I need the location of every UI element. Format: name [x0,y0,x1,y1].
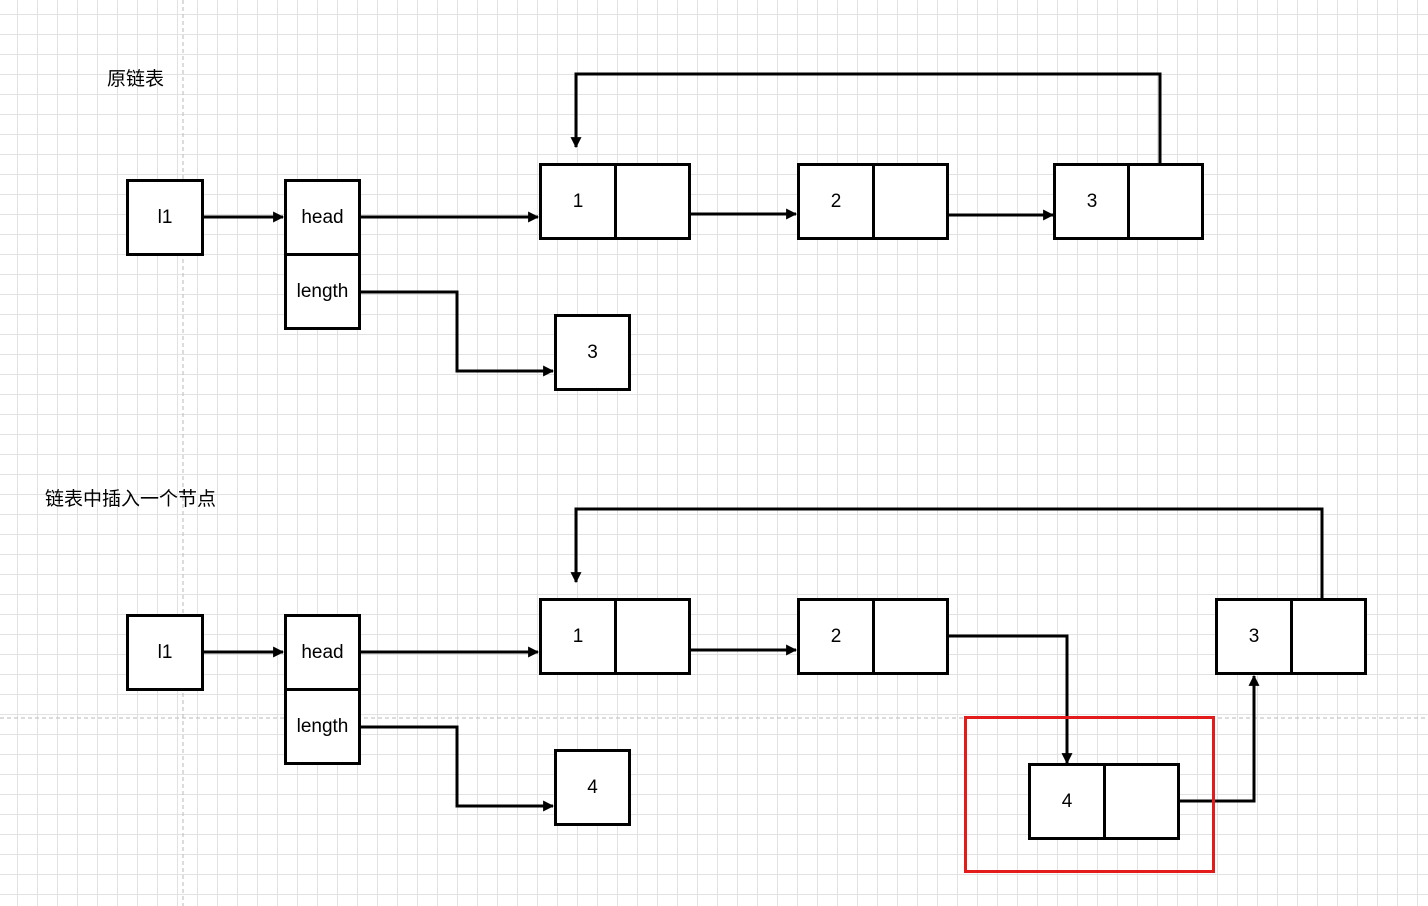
node-1-data-cell[interactable]: 1 [539,163,617,240]
node-3-data-cell[interactable]: 3 [1053,163,1131,240]
node-value: 2 [830,625,842,647]
node-value: 2 [830,190,842,212]
length-value-box[interactable]: 4 [554,749,631,826]
inserted-node-highlight [964,716,1215,873]
node-2-next-cell[interactable] [872,163,949,240]
node-3-next-cell[interactable] [1290,598,1367,675]
edge-node-2-to-new-node [948,634,1073,765]
section-title-original-list: 原链表 [107,68,165,90]
node-value: 1 [572,190,584,212]
head-label: head [301,641,344,663]
node-3-data-cell[interactable]: 3 [1215,598,1293,675]
node-2-data-cell[interactable]: 2 [797,598,875,675]
node-value: 3 [1086,190,1098,212]
edge-node-3-loop-to-node-1 [570,507,1324,599]
length-field[interactable]: length [284,688,361,765]
head-field[interactable]: head [284,179,361,256]
length-label: length [296,280,349,302]
node-2-data-cell[interactable]: 2 [797,163,875,240]
edge-node-3-loop-to-node-1 [570,72,1162,164]
inserted-node-next-cell[interactable] [1103,763,1180,840]
variable-box-l1[interactable]: l1 [126,179,204,256]
variable-box-l1[interactable]: l1 [126,614,204,691]
node-1-data-cell[interactable]: 1 [539,598,617,675]
section-title-inserted-list: 链表中插入一个节点 [45,488,217,510]
node-2-next-cell[interactable] [872,598,949,675]
length-value-box[interactable]: 3 [554,314,631,391]
variable-label: l1 [157,206,173,228]
head-label: head [301,206,344,228]
inserted-node-data-cell[interactable]: 4 [1028,763,1106,840]
node-value: 3 [1248,625,1260,647]
variable-label: l1 [157,641,173,663]
length-value: 4 [587,776,598,798]
node-1-next-cell[interactable] [614,163,691,240]
node-1-next-cell[interactable] [614,598,691,675]
length-field[interactable]: length [284,253,361,330]
node-3-next-cell[interactable] [1127,163,1204,240]
edge-length-to-value [360,725,555,812]
head-field[interactable]: head [284,614,361,691]
edge-length-to-value [360,290,555,377]
edge-new-node-to-node-3 [1180,674,1260,803]
node-value: 1 [572,625,584,647]
node-value: 4 [1061,790,1073,812]
length-label: length [296,715,349,737]
length-value: 3 [587,341,598,363]
